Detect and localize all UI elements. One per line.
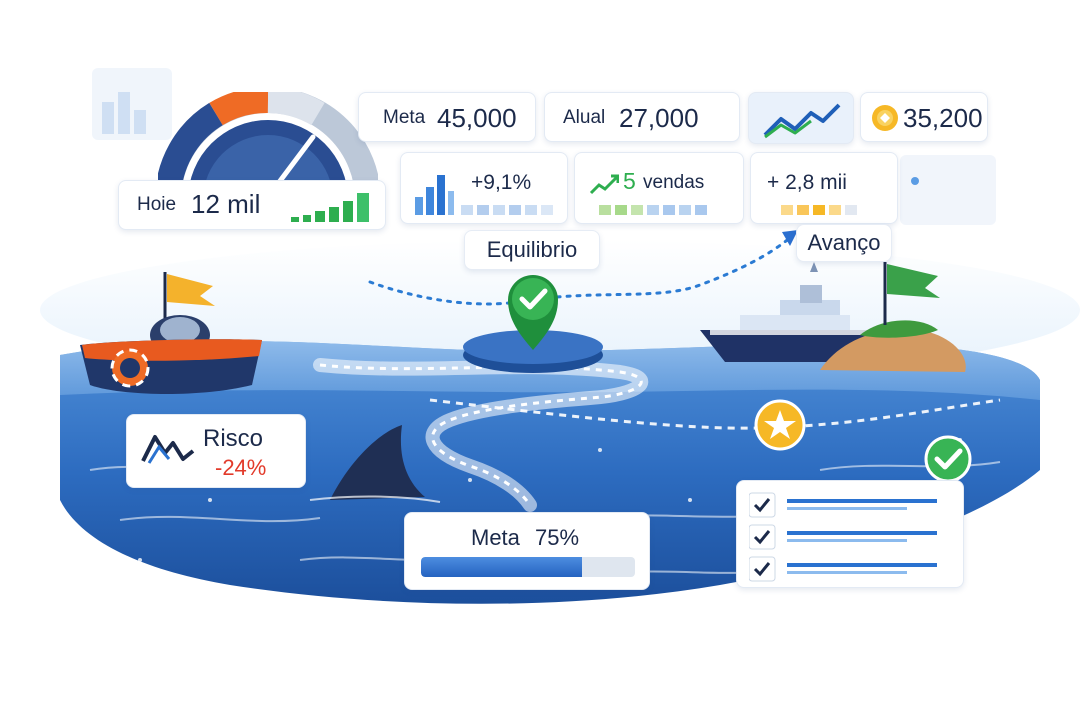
island-icon (820, 262, 966, 372)
risk-label: Risco (203, 425, 264, 452)
bar-chart-icon (415, 175, 454, 215)
current-value: 27,000 (619, 103, 699, 133)
trend-card (748, 92, 854, 144)
current-card: Alual 27,000 (544, 92, 740, 142)
sales-label: vendas (643, 172, 705, 193)
coin-icon (872, 105, 898, 131)
mountain-risk-icon (141, 435, 195, 464)
growth-mini-bars (461, 205, 553, 215)
decorative-bars (92, 68, 172, 140)
plus-value: + 2,8 mii (767, 171, 847, 194)
growth-value: +9,1% (471, 171, 532, 194)
trend-up-icon (589, 174, 619, 195)
today-value: 12 mil (191, 189, 261, 219)
checklist-card (736, 480, 964, 588)
coins-card: 35,200 (860, 92, 988, 142)
goal-progress-fill (421, 557, 582, 577)
plus-card: + 2,8 mii (750, 152, 898, 224)
boat-icon (80, 272, 262, 395)
trajectory-path (368, 234, 794, 306)
balance-label: Equilibrio (464, 230, 600, 270)
check-badge-icon (924, 435, 972, 483)
current-label: Alual (563, 107, 606, 128)
arrow-head-icon (782, 230, 798, 246)
today-label: Hoie (137, 194, 177, 215)
goal-progress-value: 75% (535, 525, 580, 550)
star-badge-icon (754, 399, 806, 451)
goal-progress-card: Meta 75% (404, 512, 650, 590)
flag-icon (887, 264, 940, 298)
sales-count: 5 (623, 168, 636, 194)
shark-fin-icon (330, 425, 425, 500)
sales-mini-bars (599, 205, 707, 215)
sales-card: 5 vendas (574, 152, 744, 224)
goal-progress-label: Meta (471, 525, 520, 550)
decorative-grid (900, 155, 996, 225)
plus-mini-bars (781, 205, 857, 215)
checkmark-pin-icon (463, 275, 603, 373)
goal-label: Meta (383, 107, 426, 128)
checklist-icon (749, 492, 937, 582)
goal-value: 45,000 (437, 103, 517, 133)
bar-chart-icon (291, 193, 369, 222)
risk-value: -24% (215, 455, 267, 480)
advance-label: Avanço (796, 224, 892, 262)
risk-card: Risco -24% (126, 414, 306, 488)
sparkle-icon (911, 177, 919, 185)
today-card: Hoie 12 mil (118, 180, 386, 230)
coins-value: 35,200 (903, 103, 983, 133)
growth-card: +9,1% (400, 152, 568, 224)
trend-up-icon (763, 103, 841, 139)
goal-progress-bar (421, 557, 635, 577)
goal-card: Meta 45,000 (358, 92, 536, 142)
